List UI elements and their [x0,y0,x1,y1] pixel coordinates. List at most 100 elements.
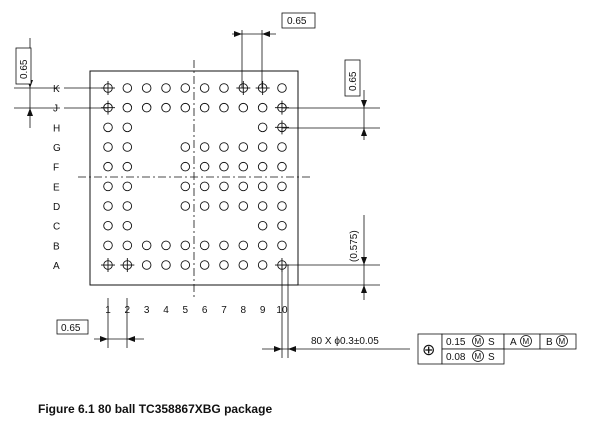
right-pitch-dimension: 0.65 [282,59,380,140]
ball-g5 [180,142,191,152]
column-labels: 12345678910 [105,305,288,316]
column-label-6: 6 [202,305,208,316]
feature-control-frame: ⊕ 0.15 M S A M B M 0.08 M S [417,333,577,365]
ball-f5 [180,161,191,172]
left-pitch-label: 0.65 [19,59,30,79]
ball-j4 [161,102,171,113]
ball-a7 [219,260,229,270]
ball-g2 [122,142,133,152]
ball-b6 [199,240,210,251]
ball-j2 [122,102,133,113]
ball-g1 [103,142,113,152]
ball-e6 [199,181,210,192]
row-label-e: E [53,182,60,193]
svg-text:S: S [488,337,495,348]
ball-j3 [141,102,152,113]
row-label-d: D [53,202,60,213]
svg-text:M: M [475,352,482,361]
ball-d2 [122,201,133,211]
ball-size-leader: 80 X ϕ0.3±0.05 [262,265,410,358]
ball-h2 [122,122,133,133]
top-pitch-label: 0.65 [287,16,307,27]
ball-b10 [277,240,287,251]
ball-f8 [238,161,249,172]
ball-h1 [103,122,113,133]
ball-d1 [103,201,113,211]
ball-a9 [257,260,268,270]
ball-f9 [257,161,268,172]
row-label-j: J [53,104,58,115]
ball-j8 [238,102,249,113]
top-pitch-dimension: 0.65 [232,12,316,88]
row-label-b: B [53,241,60,252]
ball-k10 [277,83,287,93]
column-label-3: 3 [144,305,150,316]
column-label-2: 2 [125,305,131,316]
ball-k2 [122,83,133,93]
ball-f7 [219,161,229,172]
column-label-5: 5 [183,305,189,316]
ball-b3 [141,240,152,251]
ball-c2 [122,220,133,231]
ball-k6 [199,83,210,93]
ball-e7 [219,181,229,192]
bottom-pitch-label: 0.65 [61,323,81,334]
ball-a3 [141,260,152,270]
ball-e2 [122,181,133,192]
ball-a4 [161,260,171,270]
bottom-pitch-dimension: 0.65 [56,298,144,348]
ball-d7 [219,201,229,211]
ball-d8 [238,201,249,211]
svg-text:S: S [488,352,495,363]
ball-e1 [103,181,113,192]
ball-b4 [161,240,171,251]
ball-a8 [238,260,249,270]
ball-spec-text: 80 X ϕ0.3±0.05 [311,336,379,347]
ball-c1 [103,220,113,231]
column-label-4: 4 [163,305,169,316]
svg-text:A: A [510,337,517,348]
row-label-k: K [53,84,60,95]
ball-j5 [180,102,191,113]
ball-e5 [180,181,191,192]
ball-g8 [238,142,249,152]
svg-text:M: M [475,337,482,346]
column-label-8: 8 [241,305,247,316]
left-pitch-dimension: 0.65 [14,38,60,128]
svg-text:M: M [523,337,530,346]
ball-g7 [219,142,229,152]
column-label-7: 7 [221,305,227,316]
ball-k4 [161,83,171,93]
row-label-g: G [53,143,61,154]
ball-k3 [141,83,152,93]
ball-j7 [219,102,229,113]
ball-e9 [257,181,268,192]
svg-text:B: B [546,337,553,348]
ball-grid [101,81,289,273]
ball-b8 [238,240,249,251]
ball-e10 [277,181,287,192]
ball-b5 [180,240,191,251]
ball-c10 [277,220,287,231]
right-offset-dimension: (0.575) [282,215,380,300]
svg-text:M: M [559,337,566,346]
ball-c9 [257,220,268,231]
position-tolerance-symbol: ⊕ [422,342,435,359]
row-label-c: C [53,222,60,233]
ball-k7 [219,83,229,93]
ball-g6 [199,142,210,152]
right-pitch-label: 0.65 [348,71,359,91]
ball-j6 [199,102,210,113]
ball-e8 [238,181,249,192]
ball-f10 [277,161,287,172]
ball-a6 [199,260,210,270]
ball-b1 [103,240,113,251]
ball-b2 [122,240,133,251]
ball-d10 [277,201,287,211]
ball-b9 [257,240,268,251]
svg-text:0.08: 0.08 [446,352,466,363]
ball-j9 [257,102,268,113]
ball-d5 [180,201,191,211]
